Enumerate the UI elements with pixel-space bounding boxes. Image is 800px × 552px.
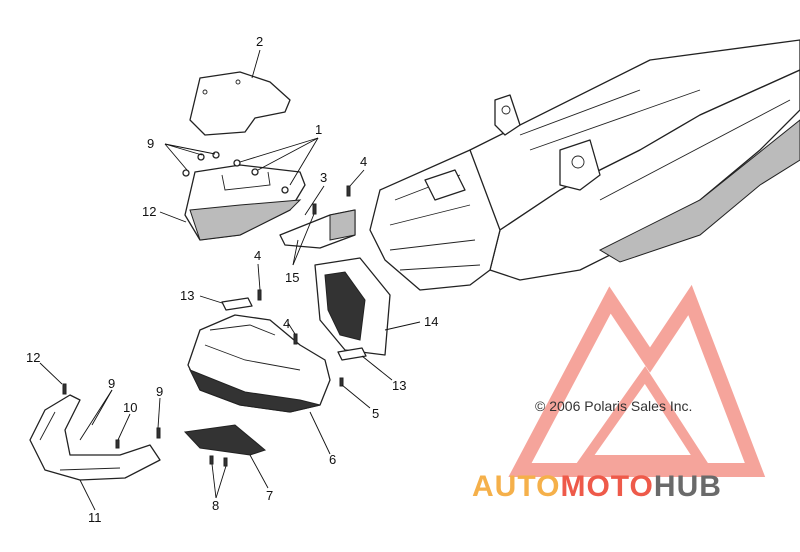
callout-13-left: 13	[180, 288, 194, 303]
brand-part-moto: MOTO	[560, 470, 654, 503]
callout-9-right: 9	[156, 384, 163, 399]
watermark-logo	[508, 284, 766, 477]
callout-10: 10	[123, 400, 137, 415]
watermark-brand: AUTOMOTOHUB	[472, 470, 722, 504]
label-13-lower	[337, 347, 367, 361]
front-bumper	[29, 394, 161, 481]
fasteners	[62, 151, 351, 467]
callout-11: 11	[88, 510, 102, 525]
callout-9-bumper: 9	[108, 376, 115, 391]
callout-12-lower: 12	[26, 350, 40, 365]
callout-4-lower: 4	[283, 316, 290, 331]
brand-part-hub: HUB	[653, 470, 722, 503]
callout-13-right: 13	[392, 378, 406, 393]
callout-12-upper: 12	[142, 204, 156, 219]
callout-9-top: 9	[147, 136, 154, 151]
copyright-notice: © 2006 Polaris Sales Inc.	[535, 398, 693, 414]
chassis-frame	[369, 39, 800, 291]
skid-plate-7	[183, 424, 267, 456]
callout-8: 8	[212, 498, 219, 513]
callout-6: 6	[329, 452, 336, 467]
callout-4-mid: 4	[254, 248, 261, 263]
callout-7: 7	[266, 488, 273, 503]
callout-labels: 1 2 3 4 4 4 5 6 7 8 9 9 9 10 11 12 12 13…	[26, 34, 438, 525]
callout-4-top: 4	[360, 154, 367, 169]
callout-1: 1	[315, 122, 322, 137]
callout-14: 14	[424, 314, 438, 329]
label-13-upper	[221, 297, 253, 311]
leader-lines	[39, 49, 421, 511]
callout-2: 2	[256, 34, 263, 49]
callout-3: 3	[320, 170, 327, 185]
callout-5: 5	[372, 406, 379, 421]
upper-panel	[189, 71, 291, 136]
callout-15: 15	[285, 270, 299, 285]
brand-part-auto: AUTO	[472, 470, 561, 503]
